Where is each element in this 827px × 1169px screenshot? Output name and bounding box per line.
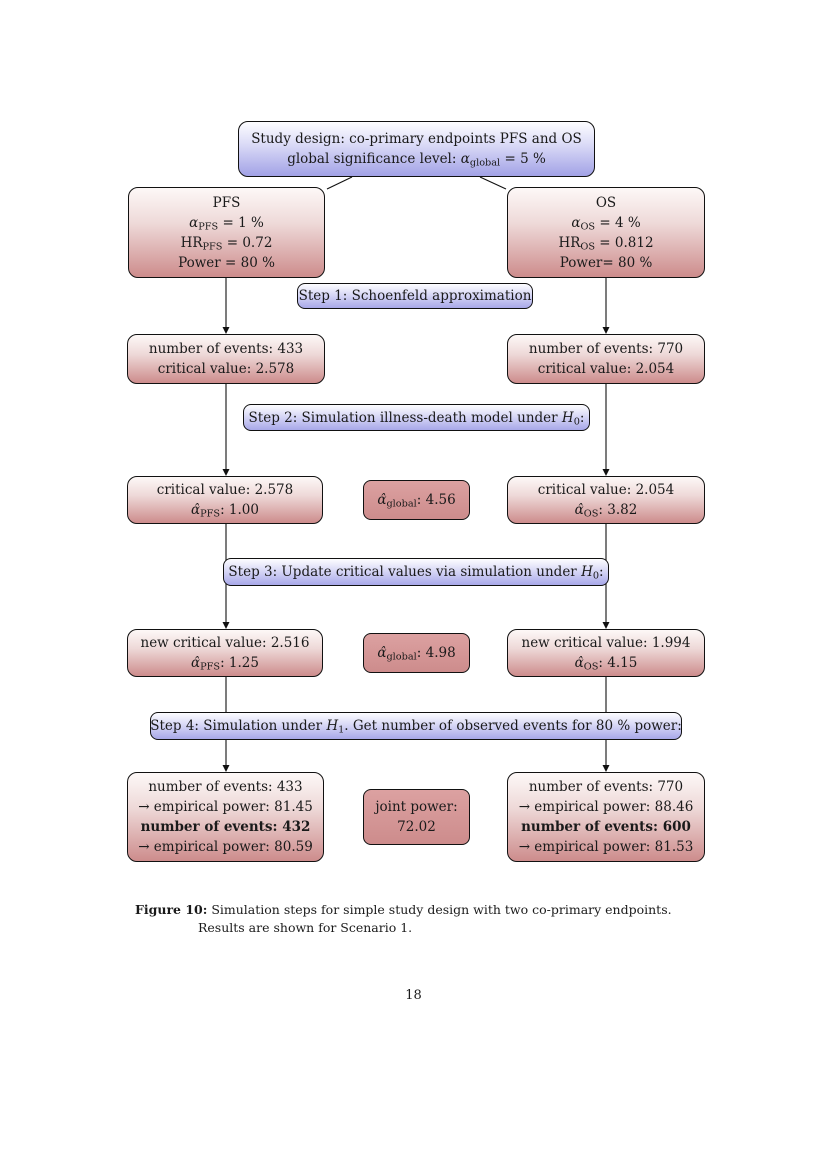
alpha-global-text-2: α̂global: 4.98 bbox=[377, 645, 456, 663]
pfs-final-text: number of events: 433→ empirical power: … bbox=[138, 779, 313, 855]
study-design-box: Study design: co-primary endpoints PFS a… bbox=[238, 121, 595, 177]
figure-caption: Figure 10: Simulation steps for simple s… bbox=[135, 901, 690, 937]
edge-top-to-pfs bbox=[326, 176, 353, 190]
step4-label: Step 4: Simulation under H1. Get number … bbox=[150, 718, 682, 736]
study-design-text: Study design: co-primary endpoints PFS a… bbox=[251, 131, 582, 169]
edge-top-to-os bbox=[479, 176, 507, 190]
os-final-box: number of events: 770→ empirical power: … bbox=[507, 772, 705, 862]
joint-power-text: joint power:72.02 bbox=[375, 799, 458, 835]
step1-box: Step 1: Schoenfeld approximation bbox=[297, 283, 533, 309]
step4-box: Step 4: Simulation under H1. Get number … bbox=[150, 712, 682, 740]
figure-caption-label: Figure 10: bbox=[135, 902, 208, 917]
joint-power-box: joint power:72.02 bbox=[363, 789, 470, 845]
alpha-global-box-2: α̂global: 4.98 bbox=[363, 633, 470, 673]
step2-label: Step 2: Simulation illness-death model u… bbox=[248, 409, 585, 427]
step1-label: Step 1: Schoenfeld approximation bbox=[298, 288, 532, 304]
step3-label: Step 3: Update critical values via simul… bbox=[228, 564, 604, 582]
step2-box: Step 2: Simulation illness-death model u… bbox=[243, 404, 590, 431]
alpha-global-text-1: α̂global: 4.56 bbox=[377, 492, 456, 510]
page-number: 18 bbox=[405, 988, 422, 1003]
step3-box: Step 3: Update critical values via simul… bbox=[223, 558, 609, 586]
alpha-global-box-1: α̂global: 4.56 bbox=[363, 480, 470, 520]
pfs-final-box: number of events: 433→ empirical power: … bbox=[127, 772, 324, 862]
os-final-text: number of events: 770→ empirical power: … bbox=[518, 779, 694, 855]
figure-caption-text: Simulation steps for simple study design… bbox=[198, 902, 672, 935]
